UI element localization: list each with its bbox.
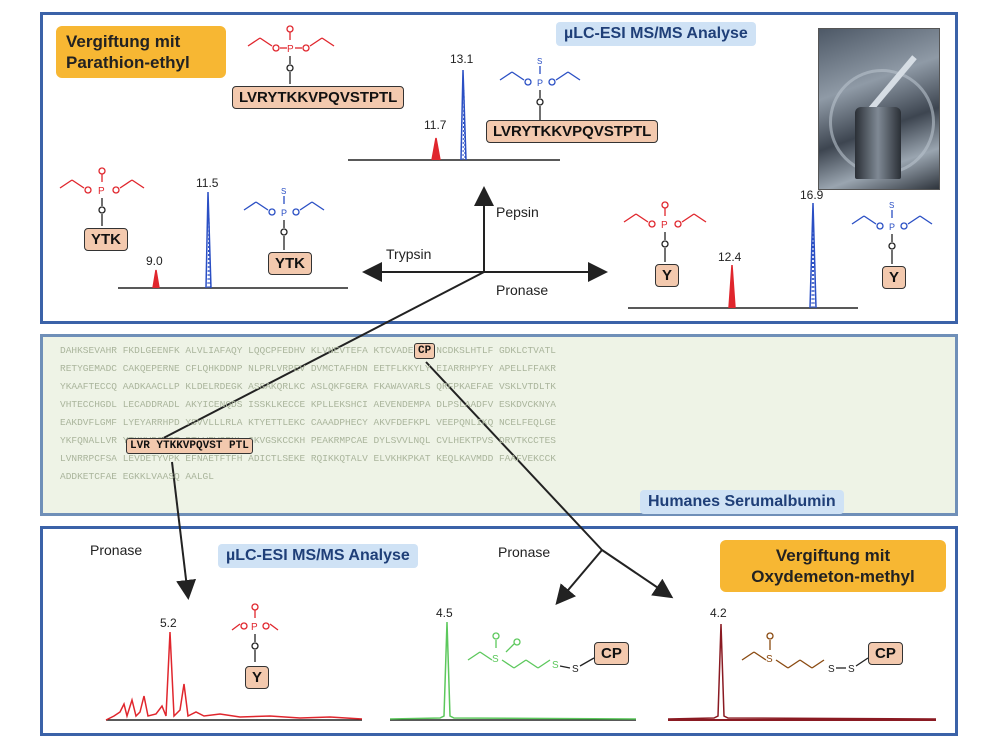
sequence-line: VHTECCHGDL LECADDRADL AKYICENQDS ISSKLKE… bbox=[60, 399, 556, 410]
peak-label-11-7: 11.7 bbox=[424, 118, 447, 132]
pronase-label-bottom-mid: Pronase bbox=[498, 544, 551, 560]
peak-label-12-4: 12.4 bbox=[718, 250, 742, 264]
chromatogram-pronase-top bbox=[628, 202, 858, 309]
peak-label-4-2: 4.2 bbox=[710, 606, 727, 620]
peptide-ytk-thion: YTK bbox=[268, 252, 312, 275]
sequence-line: RETYGEMADC CAKQEPERNE CFLQHKDDNP NLPRLVR… bbox=[60, 363, 556, 374]
chromatogram-trypsin bbox=[118, 191, 348, 289]
oxon-structure-2: P bbox=[59, 167, 145, 197]
enzyme-arrows bbox=[362, 186, 608, 282]
svg-text:S: S bbox=[889, 201, 894, 210]
oxon-structure-4: P bbox=[231, 603, 279, 633]
thion-structure-2: P S bbox=[243, 187, 325, 218]
svg-text:S: S bbox=[848, 664, 855, 675]
highlighted-cp: CP bbox=[414, 343, 436, 359]
cp-green: CP bbox=[594, 642, 629, 665]
svg-text:S: S bbox=[492, 654, 499, 665]
svg-text:S: S bbox=[281, 187, 286, 196]
svg-text:S: S bbox=[537, 57, 542, 66]
pepsin-label: Pepsin bbox=[496, 204, 539, 220]
aa-y-bottom: Y bbox=[245, 666, 270, 689]
peak-label-16-9: 16.9 bbox=[800, 188, 824, 202]
pronase-label-top: Pronase bbox=[496, 282, 549, 298]
svg-text:S: S bbox=[828, 664, 835, 675]
instrument-photo bbox=[818, 28, 940, 190]
svg-text:S: S bbox=[572, 664, 579, 675]
svg-text:P: P bbox=[287, 44, 294, 55]
sequence-line: YKAAFTECCQ AADKAACLLP KLDELRDEGK ASSAKQR… bbox=[60, 381, 556, 392]
aa-y-thion: Y bbox=[882, 266, 907, 289]
thion-structure-3: P S bbox=[851, 201, 933, 232]
analysis-label-top: µLC-ESI MS/MS Analyse bbox=[556, 22, 756, 46]
svg-text:P: P bbox=[251, 622, 258, 633]
sequence-line: DAHKSEVAHR FKDLGEENFK ALVLIAFAQY LQQCPFE… bbox=[60, 345, 556, 356]
peak-label-9-0: 9.0 bbox=[146, 254, 163, 268]
svg-text:S: S bbox=[552, 660, 559, 671]
svg-text:P: P bbox=[281, 208, 287, 218]
cp-link-line bbox=[425, 361, 603, 551]
albumin-title: Humanes Serumalbumin bbox=[640, 490, 844, 514]
poisoning-parathion-label: Vergiftung mit Parathion-ethyl bbox=[56, 26, 226, 78]
aa-y-oxon: Y bbox=[655, 264, 680, 287]
pronase-arrow-left bbox=[171, 461, 197, 600]
sulfoxide-structure: S bbox=[741, 632, 825, 669]
peak-label-4-5: 4.5 bbox=[436, 606, 453, 620]
thion-structure-1: P S bbox=[499, 57, 581, 88]
svg-text:P: P bbox=[98, 186, 105, 197]
peak-label-11-5: 11.5 bbox=[196, 176, 219, 190]
svg-text:P: P bbox=[661, 220, 668, 231]
peptide-long-oxon: LVRYTKKVPQVSTPTL bbox=[232, 86, 405, 109]
sequence-panel bbox=[40, 334, 958, 516]
sequence-line: EAKDVFLGMF LYEYARRHPD YSVVLLLRLA KTYETTL… bbox=[60, 417, 556, 428]
analysis-label-bottom: µLC-ESI MS/MS Analyse bbox=[218, 544, 418, 568]
pepsin-link-line bbox=[149, 271, 485, 446]
peak-label-13-1: 13.1 bbox=[450, 52, 474, 66]
oxon-structure-3: P bbox=[623, 201, 707, 231]
svg-text:S: S bbox=[766, 654, 773, 665]
pronase-label-bottom-left: Pronase bbox=[90, 542, 143, 558]
trypsin-label: Trypsin bbox=[386, 246, 432, 262]
pronase-arrow-right bbox=[601, 549, 674, 599]
sulfone-structure: S S bbox=[467, 632, 559, 671]
peak-label-5-2: 5.2 bbox=[160, 616, 177, 630]
peptide-long-thion: LVRYTKKVPQVSTPTL bbox=[486, 120, 659, 143]
chromatogram-bottom-right bbox=[667, 623, 937, 721]
peptide-ytk-oxon: YTK bbox=[84, 228, 128, 251]
highlighted-peptide: LVR YTKKVPQVST PTL bbox=[126, 438, 253, 454]
poisoning-oxydemeton-label: Vergiftung mit Oxydemeton-methyl bbox=[720, 540, 946, 592]
sequence-line: ADDKETCFAE EGKKLVAASQ AALGL bbox=[60, 471, 214, 482]
cp-brown: CP bbox=[868, 642, 903, 665]
sequence-line: LVNRRPCFSA LEVDETYVPK EFNAETFTFH ADICTLS… bbox=[60, 453, 556, 464]
pronase-arrow-mid bbox=[555, 549, 603, 606]
svg-text:P: P bbox=[537, 78, 543, 88]
chromatogram-pepsin bbox=[348, 69, 560, 161]
chromatogram-bottom-middle bbox=[389, 621, 637, 721]
svg-text:P: P bbox=[889, 222, 895, 232]
oxon-structure-1: P bbox=[247, 25, 335, 55]
chromatogram-bottom-left bbox=[105, 631, 363, 721]
